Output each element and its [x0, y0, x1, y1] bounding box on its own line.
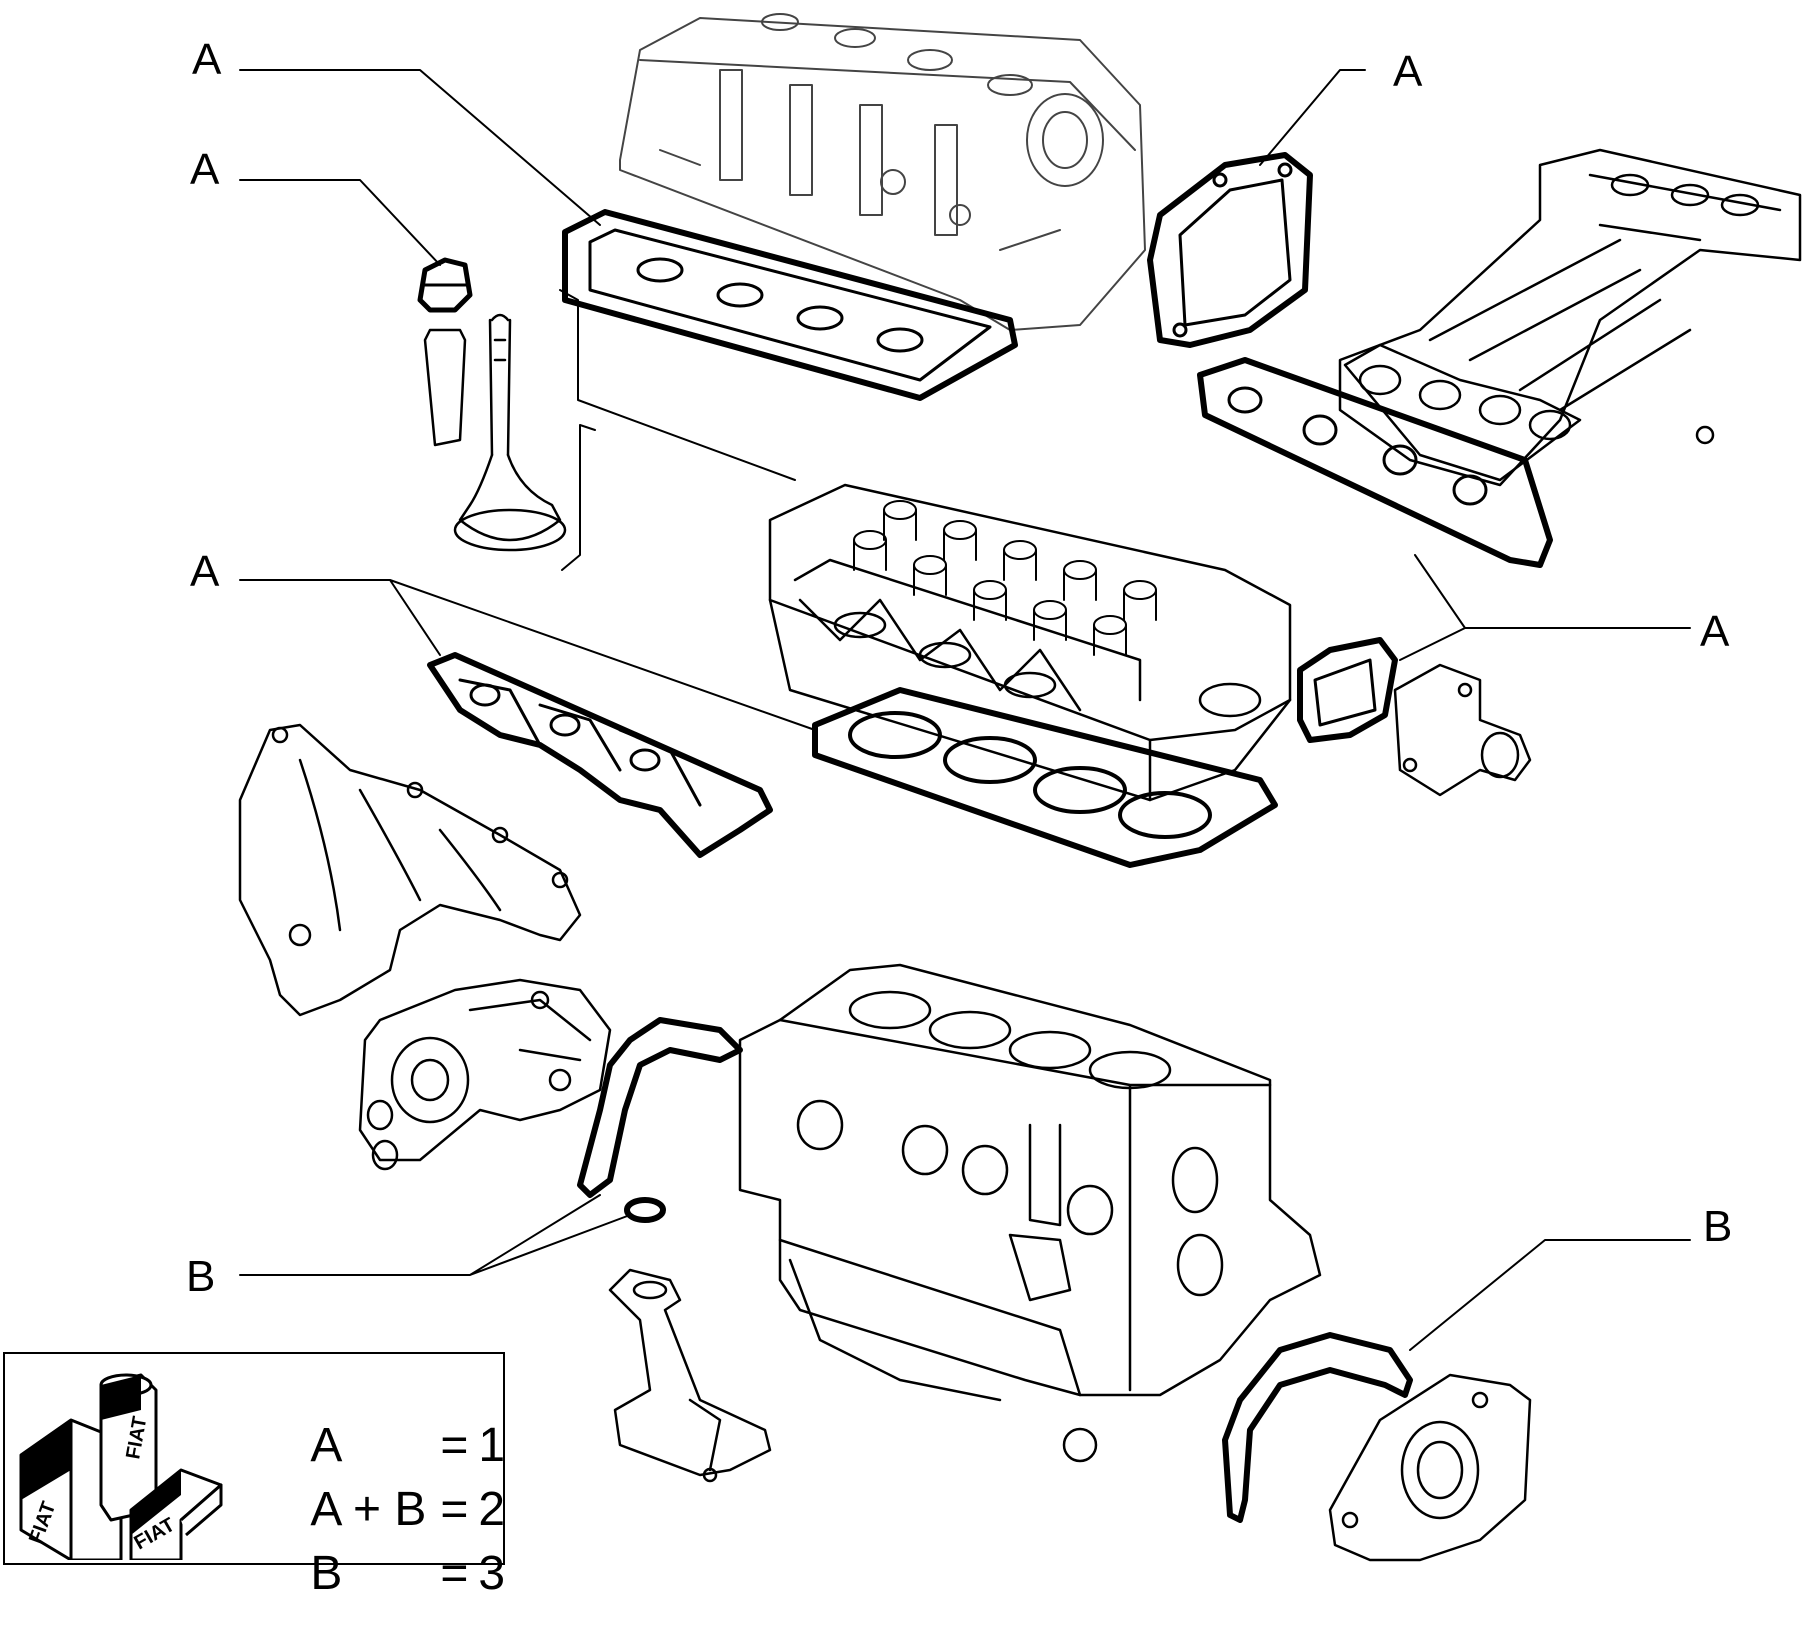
oil-pump-gasket [577, 1017, 743, 1198]
callout-a-intake-thermostat-gasket: A [1700, 607, 1730, 656]
thermostat-housing [1393, 663, 1532, 797]
rocker-cover-gasket [562, 209, 1018, 401]
engine-block [738, 963, 1322, 1463]
legend-row-b-equals: = [440, 1547, 469, 1600]
oil-strainer [608, 1268, 772, 1483]
callout-b-oil-pump-gasket: B [186, 1252, 216, 1301]
legend-row-b-label: B [310, 1547, 343, 1600]
oil-seal [624, 1197, 666, 1223]
intake-manifold [1338, 148, 1802, 487]
leader-lines [239, 69, 1691, 1351]
cylinder-head [768, 483, 1292, 802]
gasket-kit-icon: FIAT FIAT FIAT [19, 1373, 223, 1560]
timing-cover-gasket [1147, 152, 1313, 348]
legend-row-ab-equals: = [440, 1483, 469, 1536]
legend-row-a-value: 1 [478, 1419, 506, 1472]
legend-row-ab-label: A + B [310, 1483, 427, 1536]
legend-row-b: B =3 [257, 1502, 505, 1646]
callout-a-valve-seal: A [190, 145, 220, 194]
engine-gasket-diagram [238, 13, 1802, 1562]
valve-guide [423, 328, 467, 447]
legend-box: FIAT FIAT FIAT A=1 A + B=2 B=3 [3, 1352, 505, 1598]
exhaust-manifold-gasket [427, 652, 773, 858]
rear-crankshaft-cover [1328, 1373, 1532, 1562]
intake-manifold-gasket [1197, 357, 1553, 568]
valve-bracket-line [559, 289, 796, 571]
upper-cylinder-head [619, 13, 1146, 331]
callout-a-timing-gasket: A [1393, 47, 1423, 96]
legend-row-ab-value: 2 [478, 1483, 506, 1536]
callout-a-exhaust-head-gasket: A [190, 547, 220, 596]
rear-crankshaft-gasket [1222, 1332, 1413, 1523]
exhaust-manifold [238, 723, 582, 1017]
callout-a-rocker-gasket: A [192, 35, 222, 84]
thermostat-gasket [1297, 637, 1398, 743]
legend-row-a-equals: = [440, 1419, 469, 1472]
cylinder-head-gasket [812, 687, 1278, 868]
oil-pump [358, 978, 612, 1171]
legend-row-a: A =1 [257, 1374, 505, 1518]
callout-b-rear-gasket: B [1703, 1202, 1733, 1251]
valve [453, 313, 567, 552]
valve-stem-seal [417, 257, 473, 313]
legend-row-a-label: A [310, 1419, 343, 1472]
legend-row-ab: A + B=2 [257, 1438, 505, 1582]
legend-row-b-value: 3 [478, 1547, 506, 1600]
